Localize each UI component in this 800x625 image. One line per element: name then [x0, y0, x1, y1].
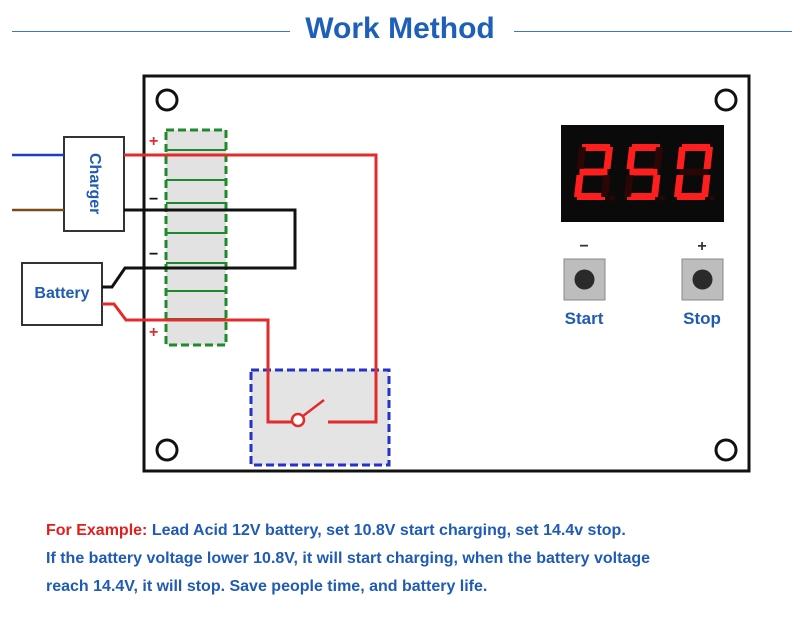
relay-box — [249, 368, 391, 467]
note-line-1: For Example: Lead Acid 12V battery, set … — [46, 517, 786, 545]
led-segment — [579, 168, 608, 176]
led-segment — [582, 144, 610, 151]
terminal-block-outline — [164, 128, 228, 347]
negative-common-wire — [102, 208, 297, 289]
led-segment — [624, 175, 634, 197]
mounting-hole — [155, 438, 179, 462]
mounting-hole — [714, 88, 738, 112]
led-segment — [703, 147, 713, 169]
title-rule-right — [514, 31, 792, 32]
led-segment — [651, 175, 661, 197]
led-segment — [632, 144, 660, 151]
charger-label-wrap: Charger — [64, 137, 124, 231]
charger-box — [63, 136, 125, 232]
led-segment — [674, 175, 684, 197]
start-sign: − — [579, 238, 589, 255]
charger-label: Charger — [86, 153, 103, 215]
example-note: For Example: Lead Acid 12V battery, set … — [46, 517, 786, 601]
led-digits — [574, 144, 715, 201]
mounting-hole — [714, 438, 738, 462]
led-segment — [676, 147, 686, 169]
terminal-block — [166, 130, 226, 345]
battery-label: Battery — [34, 285, 90, 302]
battery-positive-wire — [102, 302, 292, 424]
terminal-minus-mark: − — [149, 191, 159, 208]
stop-sign: + — [697, 238, 707, 255]
led-segment — [626, 147, 636, 169]
led-segment — [653, 147, 663, 169]
led-segment — [577, 193, 605, 200]
terminal-plus-mark: + — [149, 133, 159, 150]
terminal-plus-mark: + — [149, 324, 159, 341]
led-segment — [677, 193, 705, 200]
battery-box — [21, 262, 103, 326]
led-decimal-point — [659, 195, 665, 201]
note-line-3: reach 14.4V, it will stop. Save people t… — [46, 578, 488, 595]
led-segment — [629, 168, 658, 176]
led-segment — [603, 147, 613, 169]
led-segment — [701, 175, 711, 197]
relay-switch-arm — [302, 399, 325, 417]
mounting-hole — [155, 88, 179, 112]
led-segment — [574, 175, 584, 197]
led-segment — [601, 175, 611, 197]
relay-contact — [290, 412, 306, 428]
terminal-minus-mark: − — [149, 246, 159, 263]
charger-positive-wire — [124, 153, 378, 424]
led-decimal-point — [609, 195, 615, 201]
note-line-2: If the battery voltage lower 10.8V, it w… — [46, 550, 651, 567]
led-segment — [576, 147, 586, 169]
title-rule-left — [12, 31, 290, 32]
led-segment — [679, 168, 708, 176]
page-title: Work Method — [305, 12, 495, 45]
stop-button-label[interactable]: Stop — [683, 309, 721, 328]
led-decimal-point — [709, 195, 715, 201]
start-button — [563, 258, 606, 301]
note-line-1-text: Lead Acid 12V battery, set 10.8V start c… — [151, 522, 626, 539]
led-segment — [682, 144, 710, 151]
stop-button — [681, 258, 724, 301]
led-segment — [627, 193, 655, 200]
start-button-label[interactable]: Start — [564, 309, 604, 328]
example-label: For Example: — [46, 522, 148, 539]
